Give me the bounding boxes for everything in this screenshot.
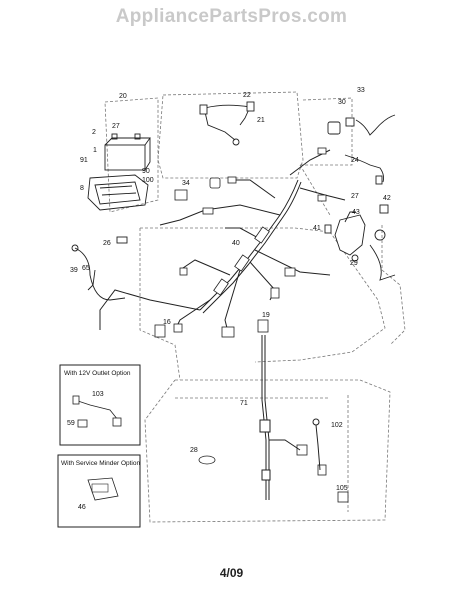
callout-28: 28 [190, 447, 198, 454]
callout-34: 34 [182, 180, 190, 187]
callout-46: 46 [78, 504, 86, 511]
callout-26: 26 [103, 240, 111, 247]
callout-29: 29 [350, 260, 358, 267]
inset-12v-title: With 12V Outlet Option [64, 370, 131, 377]
callout-105: 105 [336, 485, 348, 492]
ignition-switch [327, 114, 396, 136]
watermark: AppliancePartsPros.com [115, 6, 348, 27]
callout-21: 21 [257, 117, 265, 124]
callout-103: 103 [92, 391, 104, 398]
callout-41: 41 [313, 225, 321, 232]
harness-connectors [173, 147, 327, 338]
callout-91: 91 [80, 157, 88, 164]
callout-71: 71 [240, 400, 248, 407]
callout-2: 2 [92, 129, 96, 136]
inset-12v-outlet: With 12V Outlet Option [59, 364, 141, 446]
battery [104, 133, 151, 171]
callout-16: 16 [163, 319, 171, 326]
headlight-harness [199, 101, 255, 146]
callout-27b: 27 [351, 193, 359, 200]
callout-20: 20 [119, 93, 127, 100]
small-components [154, 177, 349, 503]
main-harness [99, 149, 346, 333]
callout-100: 100 [142, 177, 154, 184]
part-callouts: 20 22 21 30 33 2 27 1 91 8 90 100 34 24 … [67, 87, 391, 511]
battery-tray [87, 174, 149, 211]
callout-33: 33 [357, 87, 365, 94]
callout-24: 24 [351, 157, 359, 164]
right-components [324, 154, 396, 281]
callout-22: 22 [243, 92, 251, 99]
callout-27a: 27 [112, 123, 120, 130]
page-date: 4/09 [219, 566, 244, 580]
callout-102: 102 [331, 422, 343, 429]
callout-40: 40 [232, 240, 240, 247]
callout-1: 1 [93, 147, 97, 154]
inset-minder-title: With Service Minder Option [61, 460, 140, 467]
left-wires [71, 236, 128, 301]
callout-90: 90 [142, 168, 150, 175]
inset-service-minder: With Service Minder Option [57, 454, 141, 528]
callout-59: 59 [67, 420, 75, 427]
callout-43: 43 [352, 209, 360, 216]
rear-harness [259, 335, 321, 500]
callout-30: 30 [338, 99, 346, 106]
tractor-outline [104, 91, 406, 523]
callout-42: 42 [383, 195, 391, 202]
callout-65: 65 [82, 265, 90, 272]
callout-39: 39 [70, 267, 78, 274]
callout-8: 8 [80, 185, 84, 192]
callout-19: 19 [262, 312, 270, 319]
